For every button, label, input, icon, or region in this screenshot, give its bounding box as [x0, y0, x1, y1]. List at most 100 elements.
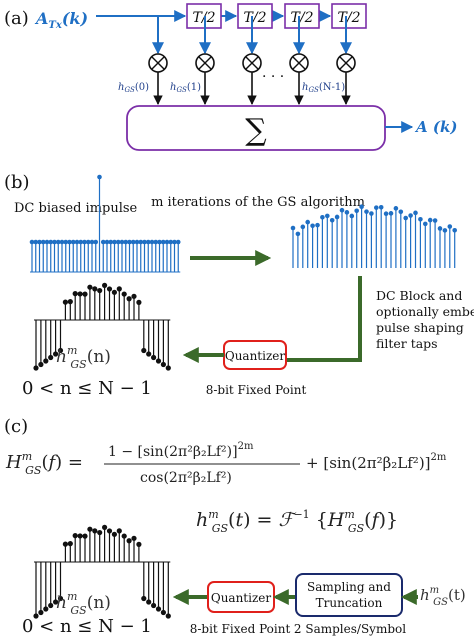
stem-marker [142, 239, 147, 245]
stem-marker [320, 215, 325, 220]
samples-label: 2 Samples/Symbol [294, 622, 406, 636]
stem-marker [78, 239, 84, 245]
stem-marker [82, 239, 87, 245]
stem-marker [378, 205, 384, 210]
stem-marker [374, 205, 379, 210]
stem-marker [38, 609, 44, 616]
stem-marker [127, 239, 132, 245]
svg-text:T/2: T/2 [291, 10, 314, 26]
stem-marker [334, 214, 340, 220]
stem-marker [106, 286, 113, 292]
stem-marker [48, 354, 54, 361]
stem-marker [116, 286, 122, 292]
stem-marker [97, 287, 103, 294]
impulse-stem-plot [29, 174, 181, 273]
stem-marker [354, 208, 360, 214]
input-signal-label: ATx(k) [34, 9, 88, 31]
stem-marker [57, 347, 64, 354]
stem-marker [325, 213, 330, 219]
index-range: 0 < n ≤ N − 1 [22, 616, 152, 637]
stem-marker [146, 351, 152, 357]
stem-marker [44, 239, 50, 245]
svg-text:cos(2π²β₂Lf²): cos(2π²β₂Lf²) [140, 470, 232, 486]
stem-marker [164, 239, 170, 245]
stem-marker [126, 296, 132, 302]
stem-marker [141, 347, 147, 354]
stem-marker [63, 239, 69, 245]
dc-block-path [286, 276, 362, 362]
svg-text:optionally embed: optionally embed [376, 304, 474, 319]
fixed-point-label: 8-bit Fixed Point [190, 622, 291, 636]
stem-marker [153, 239, 159, 245]
stem-marker [70, 239, 76, 245]
iterations-label: m iterations of the GS algorithm [151, 195, 365, 210]
stem-marker [383, 211, 389, 217]
stem-marker [160, 239, 166, 245]
stem-marker [55, 239, 61, 245]
stem-marker [393, 206, 399, 211]
stem-marker [59, 239, 65, 245]
stem-marker [111, 289, 117, 295]
fixed-point-label: 8-bit Fixed Point [206, 383, 307, 397]
stem-marker [126, 538, 132, 544]
stem-marker [111, 531, 117, 537]
quantized-taps-plot [33, 282, 171, 371]
stem-marker [116, 528, 122, 534]
stem-marker [315, 222, 320, 228]
stem-marker [427, 217, 433, 223]
stem-marker [398, 209, 404, 215]
multiplier-icon [195, 53, 215, 73]
sum-symbol: ∑ [245, 113, 267, 148]
stem-marker [72, 291, 78, 297]
stem-marker [408, 213, 413, 218]
stem-marker [121, 533, 127, 539]
stem-marker [151, 354, 157, 361]
svg-text:pulse shaping: pulse shaping [376, 320, 464, 335]
stem-marker [93, 239, 99, 245]
panel-b-label: (b) [4, 172, 30, 193]
stem-marker [43, 606, 49, 612]
stem-marker [134, 239, 140, 245]
stem-marker [62, 541, 68, 547]
stem-marker [136, 299, 142, 305]
stem-marker [141, 595, 147, 602]
stem-marker [369, 211, 374, 216]
stem-marker [165, 613, 171, 619]
index-range: 0 < n ≤ N − 1 [22, 378, 152, 399]
tap-label: hGS(N-1) [302, 82, 345, 94]
dc-block-label: DC Block and optionally embed pulse shap… [376, 288, 474, 351]
stem-marker [102, 282, 108, 288]
stem-marker [97, 174, 102, 180]
stem-marker [29, 239, 35, 245]
stem-marker [344, 210, 350, 215]
stem-marker [67, 239, 72, 245]
stem-marker [92, 286, 98, 292]
stem-marker [442, 228, 448, 233]
stem-marker [364, 209, 369, 214]
stem-marker [97, 529, 103, 536]
stem-marker [168, 239, 174, 245]
gs-taps-stem-plot [290, 204, 458, 268]
stem-marker [329, 217, 335, 223]
stem-marker [62, 299, 68, 305]
stem-marker [102, 524, 108, 530]
stem-marker [452, 227, 458, 233]
stem-marker [157, 239, 162, 245]
stem-marker [136, 541, 142, 547]
stem-marker [131, 293, 137, 299]
panel-a: (a) ATx(k) T/2 T/2 T/2 T/2 · · · hGS(0) … [4, 3, 457, 151]
stem-marker [155, 358, 162, 364]
panel-a-label: (a) [4, 8, 29, 29]
svg-text:filter taps: filter taps [376, 336, 438, 351]
stem-marker [172, 239, 177, 245]
svg-text:1 − [sin(2π²β₂Lf²)]2m: 1 − [sin(2π²β₂Lf²)]2m [108, 441, 254, 460]
stem-marker [106, 528, 113, 534]
quantizer-label: Quantizer [211, 591, 272, 605]
panel-b: (b) DC biased impulse m iterations of th… [4, 172, 474, 399]
stem-marker [151, 602, 157, 609]
